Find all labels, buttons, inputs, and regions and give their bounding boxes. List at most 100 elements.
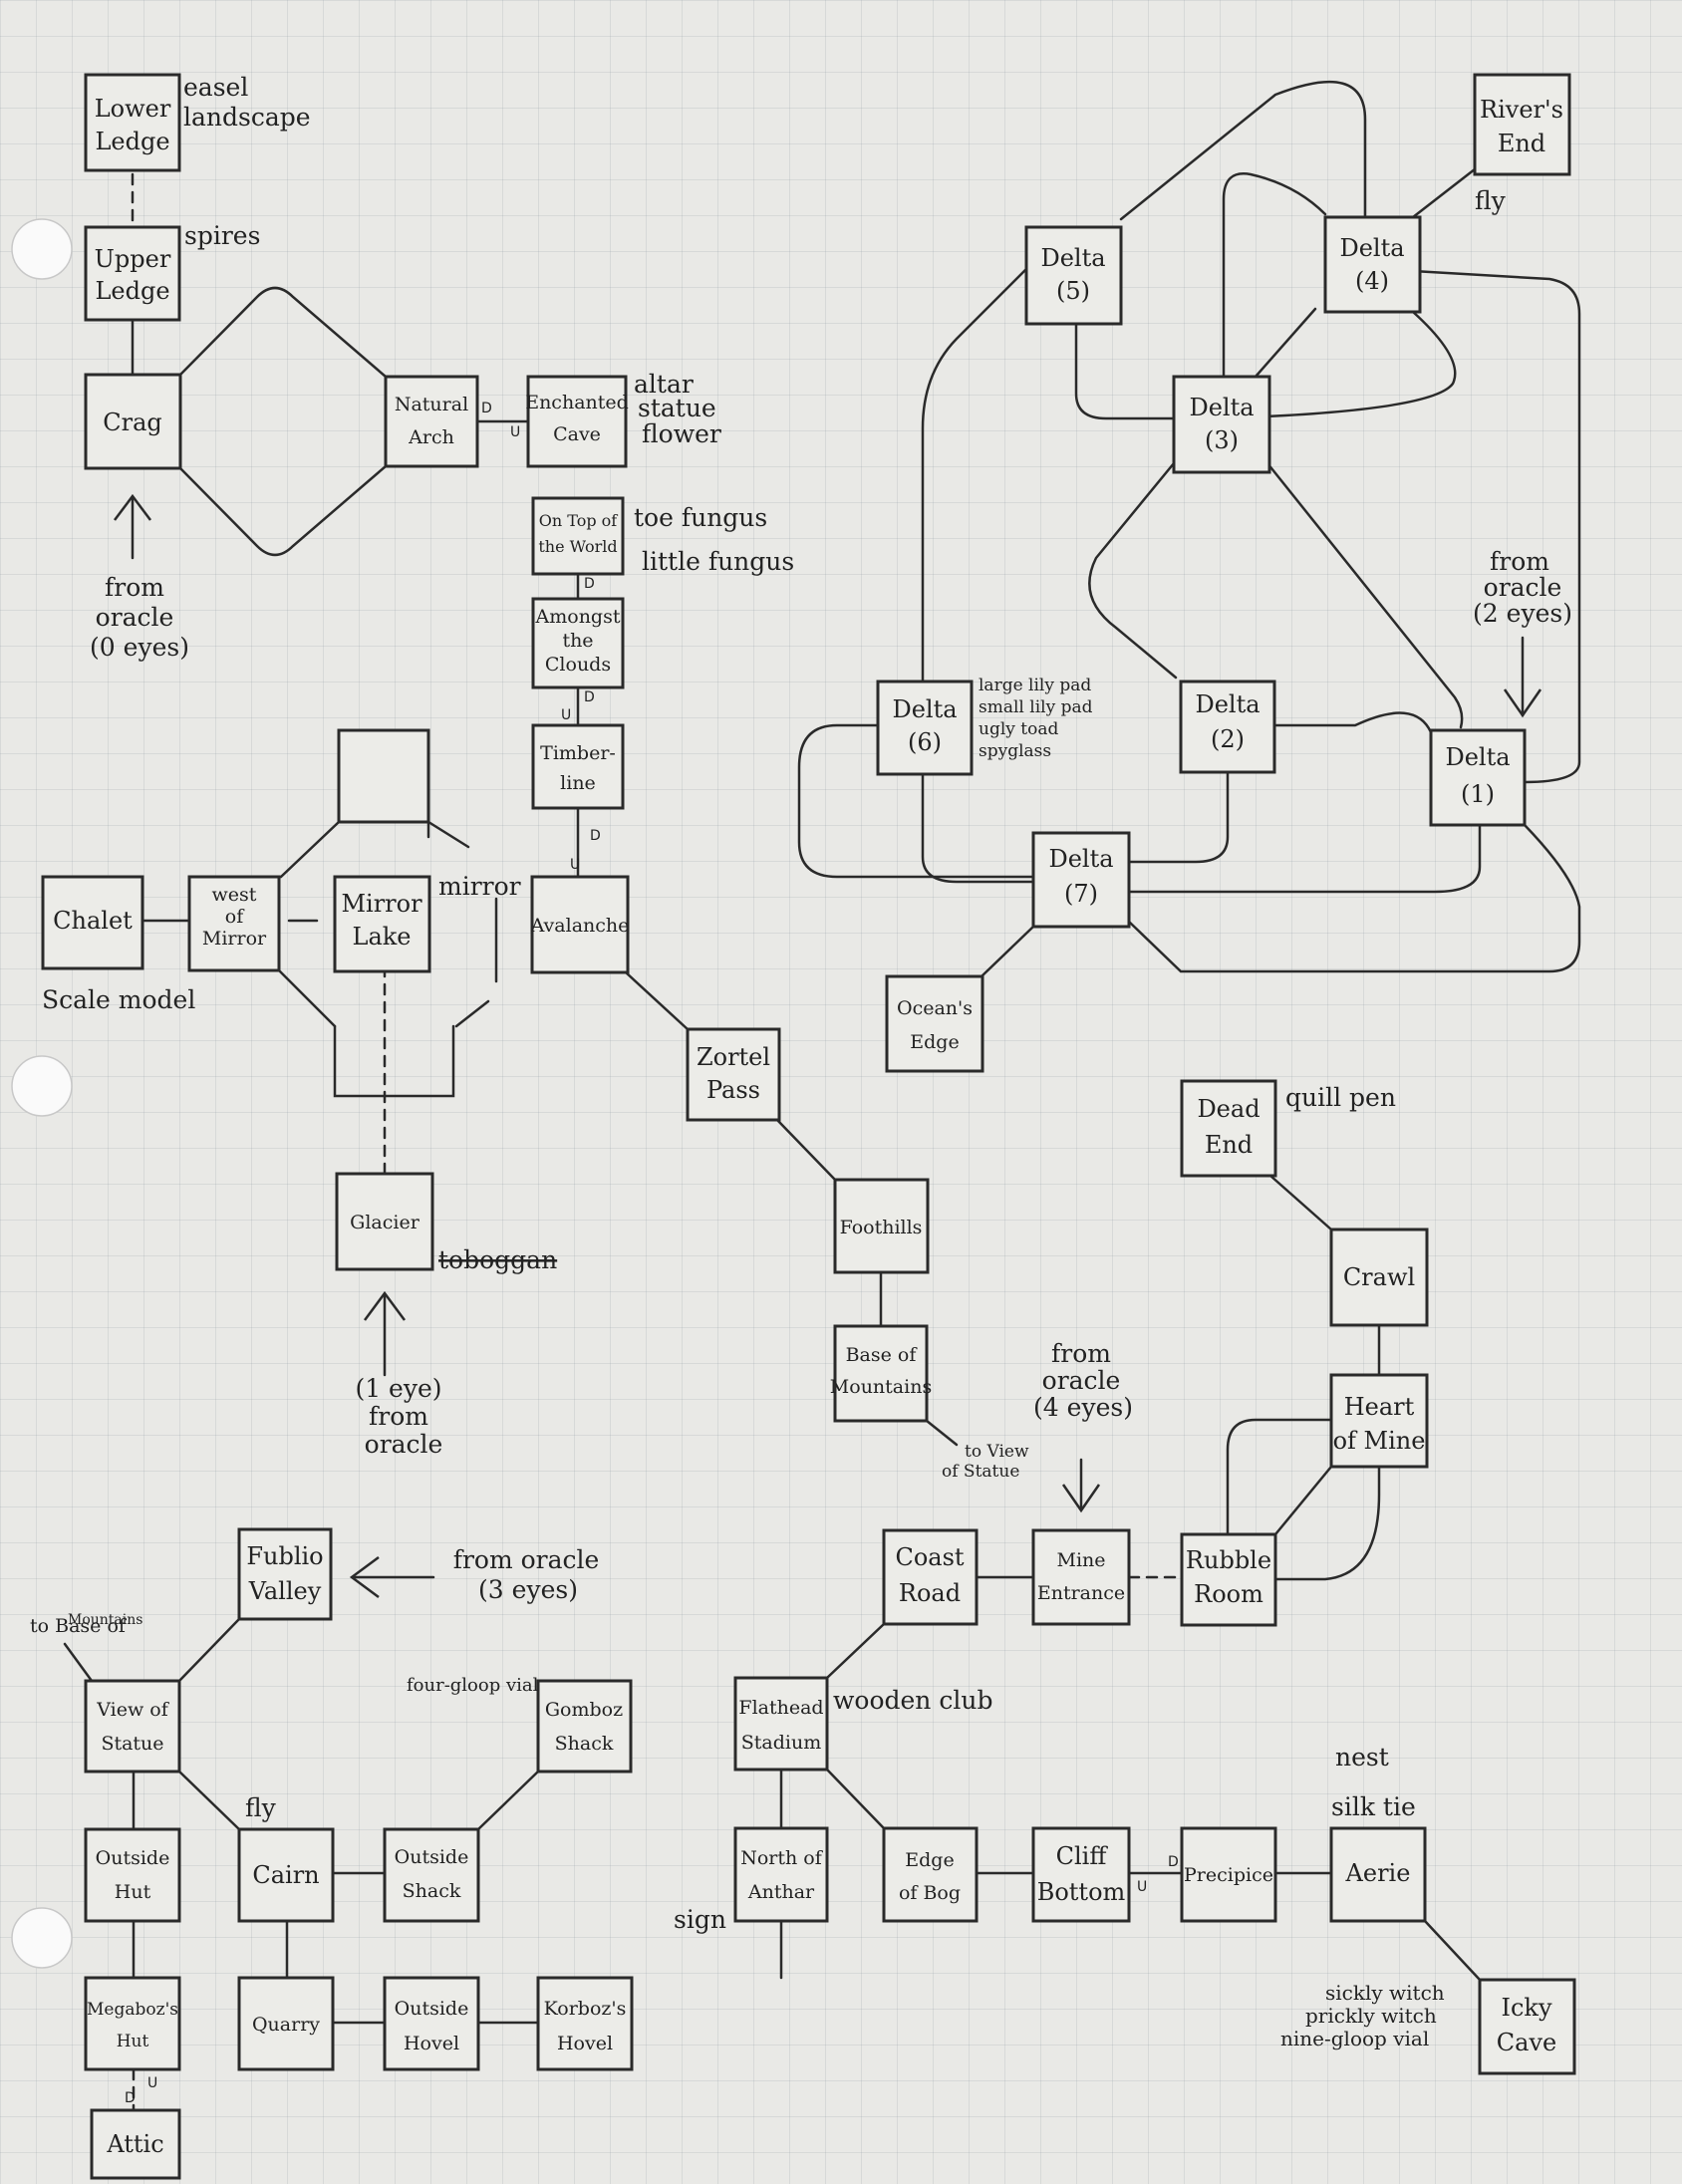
rooms (41, 73, 1576, 2180)
note-sign: sign (674, 1905, 726, 1934)
room-cliff-bottom-box (1031, 1826, 1131, 1923)
note-fly-delta: fly (1475, 186, 1507, 215)
note-wooden-club: wooden club (833, 1686, 992, 1715)
room-megaboz-hut-box (84, 1976, 181, 2071)
room-north-of-anthar-box (733, 1826, 829, 1923)
room-aerie: Aerie (1345, 1859, 1411, 1887)
room-delta-4-box (1323, 215, 1422, 314)
edge-mirror-east2 (454, 999, 490, 1028)
room-enchanted-cave-box (526, 375, 628, 468)
note-to-view-2: of Statue (942, 1462, 1019, 1482)
edge-outside-shack-gomboz (476, 1770, 540, 1831)
room-upper-ledge-box (84, 225, 181, 322)
marker-down-cliff: D (1168, 1854, 1179, 1870)
room-delta-2: Delta(2) (1195, 690, 1260, 753)
room-delta-1: Delta(1) (1445, 743, 1510, 808)
room-natural-arch-box (384, 375, 479, 468)
note-large-lily-pad: large lily pad (979, 676, 1091, 695)
binder-hole-top (11, 218, 73, 280)
arrow-oracle-0-head (114, 493, 151, 521)
edge-heart-rubble-diag (1273, 1465, 1333, 1536)
note-silk-tie: silk tie (1331, 1792, 1416, 1821)
edge-delta4-loop (1263, 310, 1457, 418)
edge-base-to-view (925, 1419, 959, 1447)
note-nine-gloop-vial: nine-gloop vial (1280, 2027, 1429, 2050)
marker-down-arch: D (481, 401, 492, 416)
room-delta-3: Delta(3) (1189, 394, 1254, 454)
edge-west-mirror-south (277, 968, 337, 1028)
room-west-of-mirror-box (187, 875, 281, 972)
edge-delta5-delta6 (921, 267, 1028, 683)
note-landscape: landscape (183, 103, 311, 132)
edge-view-cairn (177, 1770, 241, 1831)
direction-markers: D U D D U D U D U D U (125, 401, 1179, 2106)
edge-delta7-oceans-edge (980, 925, 1035, 978)
marker-up-cliff: U (1137, 1879, 1147, 1895)
room-heart-of-mine-box (1329, 1373, 1429, 1469)
edge-delta2-delta7 (1127, 770, 1230, 864)
note-toboggan: toboggan (438, 1245, 557, 1274)
marker-up-attic: U (147, 2075, 157, 2091)
note-nest: nest (1335, 1743, 1389, 1772)
room-delta-6: Delta(6) (892, 695, 957, 756)
room-outside-hovel-box (383, 1976, 480, 2071)
room-outside-shack-box (383, 1827, 480, 1923)
note-quill-pen: quill pen (1285, 1083, 1396, 1112)
arrow-oracle-1-head (363, 1290, 407, 1321)
note-little-fungus: little fungus (642, 547, 794, 576)
room-foothills-box (833, 1178, 930, 1274)
edge-delta6-delta7 (921, 770, 1035, 884)
edge-delta6-big-loop (797, 723, 1035, 879)
room-avalanche: Avalanche (530, 915, 630, 937)
note-spyglass: spyglass (979, 741, 1051, 761)
note-sickly-witch: sickly witch (1325, 1981, 1445, 2005)
room-coast-road-box (882, 1528, 979, 1626)
edge-delta7-loop (1127, 823, 1581, 973)
room-mirror-lake-box (333, 875, 431, 973)
marker-up-cave: U (510, 424, 520, 440)
room-icky-cave-box (1478, 1978, 1576, 2075)
room-delta-6-box (876, 680, 974, 776)
room-cairn: Cairn (252, 1861, 319, 1889)
note-flower: flower (642, 419, 721, 448)
edge-west-mirror-north (279, 820, 470, 879)
note-four-gloop-vial: four-gloop vial (407, 1675, 539, 1696)
note-mirror: mirror (438, 872, 521, 901)
note-ugly-toad: ugly toad (979, 719, 1058, 739)
room-crawl-box (1329, 1228, 1429, 1327)
edge-zortel-foothills (775, 1118, 837, 1182)
note-statue: statue (638, 394, 716, 422)
marker-down-amongst: D (584, 689, 595, 705)
room-aerie-box (1329, 1826, 1427, 1923)
room-rivers-end-box (1473, 73, 1571, 176)
edge-coast-flathead (825, 1622, 886, 1680)
note-to-view-1: to View (965, 1442, 1029, 1462)
edge-dead-end-crawl (1268, 1174, 1333, 1231)
edge-delta4-delta1 (1411, 269, 1581, 784)
room-crag-box (84, 373, 182, 470)
note-toe-fungus: toe fungus (634, 503, 767, 532)
edge-delta4-delta3 (1254, 307, 1317, 379)
edge-crag-arch-top (178, 286, 388, 379)
entry-oracle-3: from oracle(3 eyes) (453, 1545, 600, 1604)
edge-flathead-bog (825, 1768, 886, 1830)
edge-fublio-view (177, 1617, 241, 1683)
edge-heart-rubble-left (1226, 1418, 1333, 1536)
